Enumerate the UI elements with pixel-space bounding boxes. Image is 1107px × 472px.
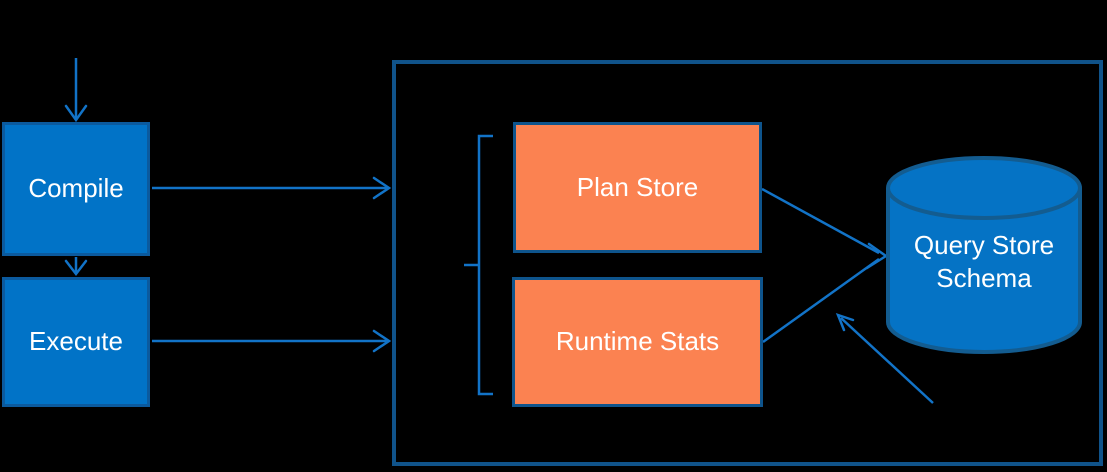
bracket-icon (464, 134, 493, 396)
node-compile-label: Compile (28, 173, 124, 204)
arrow-into-compile-icon (64, 58, 88, 123)
arrow-execute-to-container-icon (152, 329, 392, 353)
node-execute: Execute (2, 277, 150, 407)
arrow-compile-to-container-icon (152, 176, 392, 200)
node-plan-store: Plan Store (513, 122, 762, 253)
node-plan-store-label: Plan Store (576, 171, 699, 202)
arrow-runtime-stats-to-schema-icon (762, 257, 880, 344)
arrow-plan-store-to-schema-icon (761, 187, 880, 255)
node-runtime-stats-label: Runtime Stats (555, 326, 720, 357)
node-execute-label: Execute (29, 326, 123, 357)
arrow-compile-to-execute-icon (64, 257, 88, 277)
node-query-store-schema-label: Query Store Schema (913, 230, 1055, 294)
node-runtime-stats: Runtime Stats (512, 277, 763, 407)
arrow-from-bottom-to-schema-icon (835, 312, 934, 404)
database-cylinder-icon (886, 156, 1082, 354)
node-compile: Compile (2, 122, 150, 256)
query-store-container (392, 60, 1103, 466)
